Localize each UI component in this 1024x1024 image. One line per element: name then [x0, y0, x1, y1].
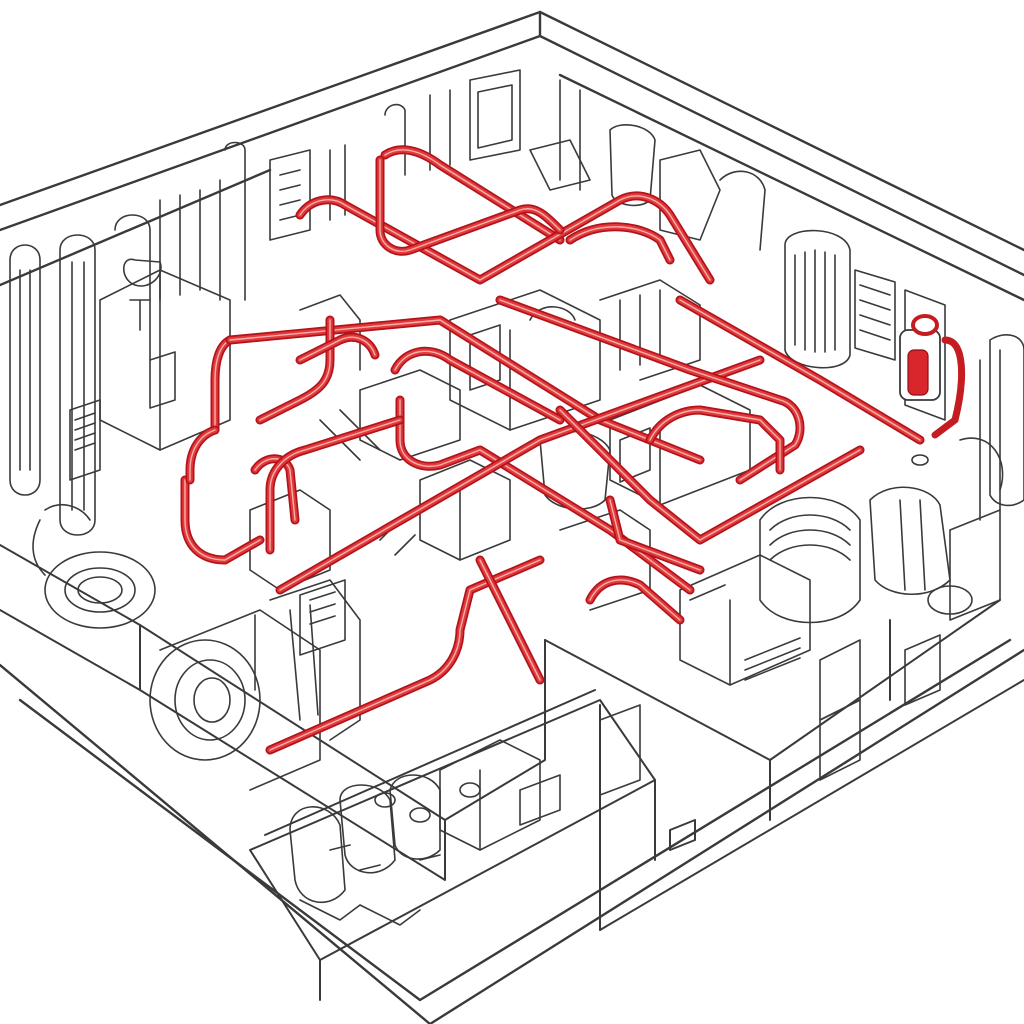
pipe-segment [269, 419, 401, 551]
right-lower-compartment [599, 454, 973, 796]
pipe-route [295, 332, 380, 365]
right-wall-equipment [784, 229, 1024, 521]
right-generator-block [679, 486, 1001, 721]
enclosure-walls [0, 10, 1024, 1024]
red-pipe-network [180, 145, 925, 755]
pipe-route [275, 355, 765, 595]
pipe-route [605, 495, 705, 575]
pipe-segment [499, 299, 801, 481]
left-wall-tanks [9, 141, 246, 536]
pipe-segment [649, 409, 781, 471]
back-wall-bottom-right [558, 73, 1024, 302]
pipe-route [380, 145, 565, 245]
floor-front-lip [18, 638, 1012, 1002]
pipe-segment [399, 399, 691, 591]
pipe-segment [589, 579, 681, 621]
pipe-route [185, 425, 220, 485]
pipe-segment [254, 458, 296, 521]
pipe-segment [384, 149, 561, 241]
pipe-route [675, 295, 925, 445]
pipe-route [645, 405, 785, 475]
pipe-route [565, 222, 675, 265]
pipe-route [390, 346, 565, 425]
pipe-segment [269, 559, 541, 751]
left-front-motor [32, 504, 156, 629]
pipe-route [180, 475, 265, 565]
pipe-segment [679, 299, 921, 441]
pipe-route [375, 155, 565, 256]
pipe-route [265, 415, 405, 555]
red-valve-icon [899, 314, 965, 439]
pipe-route [585, 575, 685, 625]
pipe-route [265, 555, 545, 755]
left-front-edge [0, 663, 432, 1024]
pipe-route [475, 555, 545, 685]
pipe-segment [569, 226, 671, 261]
pipe-segment [299, 195, 711, 281]
central-machinery [249, 279, 751, 611]
machinery-line-art [9, 69, 1024, 926]
pipe-segment [394, 350, 561, 421]
pipe-segment [559, 409, 861, 541]
pipe-route [395, 395, 695, 595]
turbine-housing [149, 579, 361, 791]
pipe-route [295, 191, 715, 285]
back-wall-bottom-left [0, 168, 272, 287]
pipe-segment [259, 319, 331, 421]
pipe-segment [184, 479, 261, 561]
pipe-route [495, 295, 805, 485]
pipe-segment [189, 429, 216, 481]
pipe-segment [379, 159, 561, 252]
left-machinery-block [69, 258, 231, 481]
pipe-segment [609, 499, 701, 571]
pipe-segment [479, 559, 541, 681]
pipe-route [255, 315, 335, 425]
compartment-partitions [0, 544, 1024, 1001]
pipe-segment [279, 359, 761, 591]
pipe-route [555, 405, 865, 545]
pipe-segment [299, 336, 376, 361]
front-engine-cluster [289, 739, 561, 926]
pipe-route [250, 454, 300, 525]
right-front-edge [428, 648, 1024, 1024]
